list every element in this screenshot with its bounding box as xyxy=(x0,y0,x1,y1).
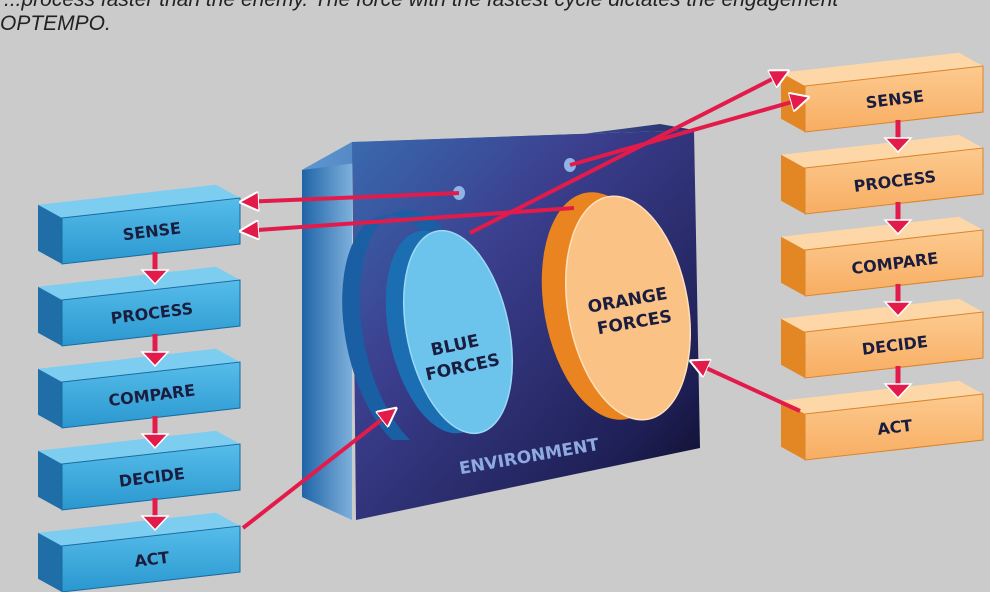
blue-act-label: ACT xyxy=(133,548,170,571)
orange-compare-box: COMPARE xyxy=(781,216,984,297)
blue-process-arrow-head xyxy=(140,351,170,368)
orange-process-box: PROCESS xyxy=(781,134,984,215)
connection-arrows xyxy=(241,72,806,530)
blue-forces-cylinder: BLUE FORCES xyxy=(342,210,514,440)
blue-compare-box: COMPARE xyxy=(38,348,241,429)
blue-compare-arrow-head xyxy=(140,433,170,450)
orange-sense-box: SENSE xyxy=(781,52,984,133)
arrow-orange-sense-from-blue xyxy=(469,72,786,235)
orange-sense-arrow-head xyxy=(883,137,913,154)
arrow-orange-act-to-force xyxy=(693,362,801,413)
orange-decide-box: DECIDE xyxy=(781,298,984,379)
orange-forces-cylinder: ORANGE FORCES xyxy=(541,192,692,421)
blue-act-box: ACT xyxy=(38,512,241,592)
arrow-blue-act-to-force xyxy=(241,410,394,530)
blue-sense-box: SENSE xyxy=(38,184,241,265)
arrow-orange-sense-from-environment xyxy=(569,98,806,167)
caption-line-1: ...process faster than the enemy. The fo… xyxy=(4,0,838,12)
orange-act-box: ACT xyxy=(781,380,984,461)
orange-decide-arrow-head xyxy=(883,383,913,400)
blue-decide-arrow-head xyxy=(140,515,170,532)
blue-sense-arrow-head xyxy=(140,269,170,286)
orange-process-arrow-head xyxy=(883,219,913,236)
arrow-blue-sense-from-orange xyxy=(243,206,575,231)
figure-caption: ...process faster than the enemy. The fo… xyxy=(0,0,990,40)
arrow-blue-sense-from-environment xyxy=(243,191,460,202)
orange-act-label: ACT xyxy=(876,416,913,439)
blue-decide-box: DECIDE xyxy=(38,430,241,511)
blue-process-box: PROCESS xyxy=(38,266,241,347)
orange-compare-arrow-head xyxy=(883,301,913,318)
caption-line-2: OPTEMPO. xyxy=(0,12,111,35)
